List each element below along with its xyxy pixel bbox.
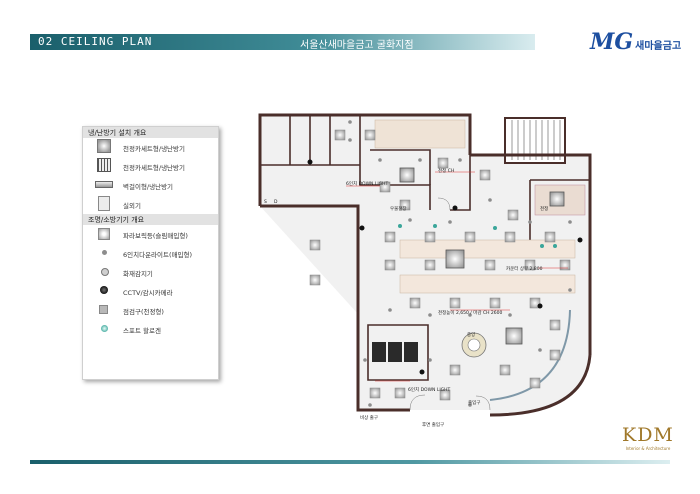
- spot-halogen-icon: [101, 325, 108, 332]
- legend-lighting-title: 조명/소방기기 개요: [83, 214, 218, 225]
- spot-halogens: [398, 224, 557, 248]
- d-label: D: [274, 200, 278, 205]
- legend-item: 화재감지기: [83, 263, 218, 282]
- legend-item: CCTV/감시카메라: [83, 282, 218, 301]
- legend-label: 화재감지기: [123, 270, 153, 278]
- legend-item: 스포트 할로겐: [83, 320, 218, 339]
- outdoor-unit-icon: [98, 196, 110, 211]
- rear-door-label: 후면 출입구: [422, 423, 445, 428]
- round-ceiling-core: [467, 338, 481, 352]
- ceiling-label-b: 천정: [540, 207, 549, 212]
- curved-glazing: [489, 309, 571, 401]
- downlights: [348, 120, 572, 407]
- inner-walls: [260, 115, 590, 381]
- cctv-camera-icon: [100, 286, 108, 294]
- wall-mounted-ac-icon: [95, 181, 113, 188]
- legend-label: 벽걸이형/냉난방기: [123, 183, 174, 191]
- legend-label: 실외기: [123, 202, 141, 210]
- annotation-leaders: [346, 171, 568, 382]
- page-title: 서울산새마을금고 굴화지점: [300, 40, 414, 51]
- inspection-hatch-icon: [99, 305, 108, 314]
- counter-band: [399, 239, 576, 259]
- legend-item: 천정카세트형/냉난방기: [83, 157, 218, 176]
- brand-name: 새마을금고: [635, 41, 682, 52]
- legend-item: 점검구(천정형): [83, 301, 218, 320]
- legend-label: CCTV/감시카메라: [123, 289, 173, 297]
- ceiling-cassette-1way-icon: [97, 158, 111, 172]
- legend-item: 6인치다운라이트(매입형): [83, 244, 218, 263]
- door-swings: [409, 197, 491, 411]
- downlight-icon: [102, 250, 107, 255]
- entry-label: 출입구: [468, 401, 481, 406]
- ceiling-height-note: 천정높이 2,650 / 마감 CH 2600: [438, 311, 503, 316]
- brand-mg: MG: [590, 29, 634, 55]
- ceiling-cassette-4way-icon: [97, 139, 111, 153]
- kdm-logo: KDM Interior & Architecture: [622, 424, 674, 451]
- legend-item: 파라보릭등(슬림매입형): [83, 225, 218, 244]
- legend-item: 실외기: [83, 195, 218, 214]
- downlight-label-a: 6인치 DOWN LIGHT: [346, 182, 389, 187]
- legend-panel: 냉/난방기 설치 개요 천정카세트형/냉난방기 천정카세트형/냉난방기 벽걸이형…: [82, 126, 219, 380]
- legend-hvac-title: 냉/난방기 설치 개요: [83, 127, 218, 138]
- section-title: 02 CEILING PLAN: [38, 35, 153, 48]
- soffit-label: 우물천장: [390, 207, 407, 212]
- legend-label: 스포트 할로겐: [123, 327, 161, 335]
- parabolic-light-icon: [98, 228, 110, 240]
- cctv-cameras: [307, 159, 583, 375]
- floor-plan-svg: [258, 113, 592, 417]
- kdm-tagline: Interior & Architecture: [625, 446, 671, 451]
- wood-ceiling: [374, 119, 466, 149]
- ceiling-plan-drawing: 6인치 DOWN LIGHT 6인치 DOWN LIGHT 천정높이 2,650…: [250, 110, 610, 444]
- legend-label: 점검구(천정형): [123, 308, 164, 316]
- center-label: 중앙: [467, 333, 476, 338]
- parabolic-fixtures: [309, 129, 571, 401]
- legend-item: 천정카세트형/냉난방기: [83, 138, 218, 157]
- legend-label: 천정카세트형/냉난방기: [123, 164, 185, 172]
- kdm-mark: KDM: [622, 424, 674, 446]
- fire-detector-icon: [101, 268, 109, 276]
- footer-bar: [30, 460, 670, 464]
- legend-item: 벽걸이형/냉난방기: [83, 176, 218, 195]
- downlight-label-b: 6인치 DOWN LIGHT: [408, 388, 451, 393]
- legend-label: 천정카세트형/냉난방기: [123, 145, 185, 153]
- ceiling-label-a: 천정 CH: [438, 169, 455, 174]
- outer-walls: [258, 113, 592, 417]
- exit-label: 비상 출구: [360, 416, 378, 421]
- s-label: S: [264, 200, 267, 205]
- header-bar: 02 CEILING PLAN 서울산새마을금고 굴화지점: [30, 34, 535, 51]
- counter-band-2: [399, 274, 576, 294]
- hvac-units: [399, 167, 565, 345]
- legend-label: 6인치다운라이트(매입형): [123, 251, 193, 259]
- legend-label: 파라보릭등(슬림매입형): [123, 232, 188, 240]
- equipment-rack: [372, 342, 418, 362]
- counter-height-note: 카운터 상부 2,800: [506, 267, 543, 272]
